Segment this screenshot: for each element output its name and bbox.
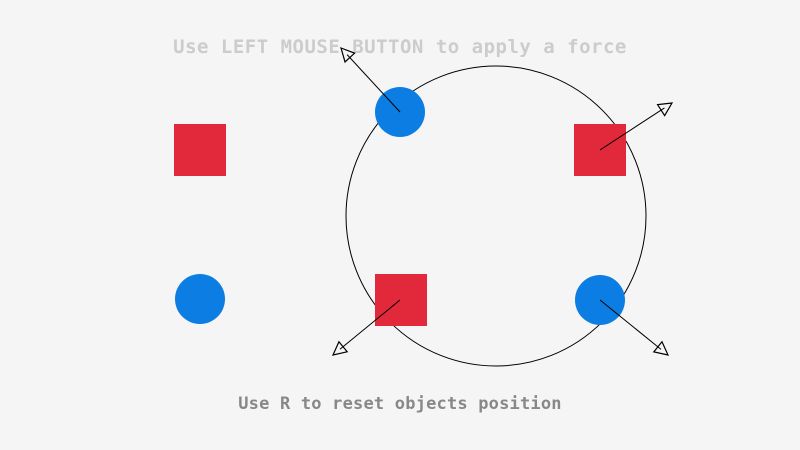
- red-square-bottom-mid[interactable]: [375, 274, 427, 326]
- force-arrow-down-left-head: [331, 340, 349, 356]
- instruction-reset: Use R to reset objects position: [238, 394, 562, 414]
- force-arrow-down-right-shaft: [599, 299, 662, 350]
- red-square-left[interactable]: [174, 124, 226, 176]
- boundary-circle: [345, 65, 647, 367]
- force-arrow-down-right-head: [652, 340, 670, 356]
- blue-circle-left[interactable]: [175, 274, 225, 324]
- force-arrow-up-left-shaft: [346, 54, 401, 113]
- force-arrow-up-left-head: [340, 47, 356, 64]
- force-arrow-down-left-shaft: [339, 299, 401, 350]
- force-arrow-up-right-head: [656, 102, 674, 117]
- force-arrow-up-right-shaft: [599, 107, 665, 151]
- instruction-apply-force: Use LEFT MOUSE BUTTON to apply a force: [173, 36, 627, 58]
